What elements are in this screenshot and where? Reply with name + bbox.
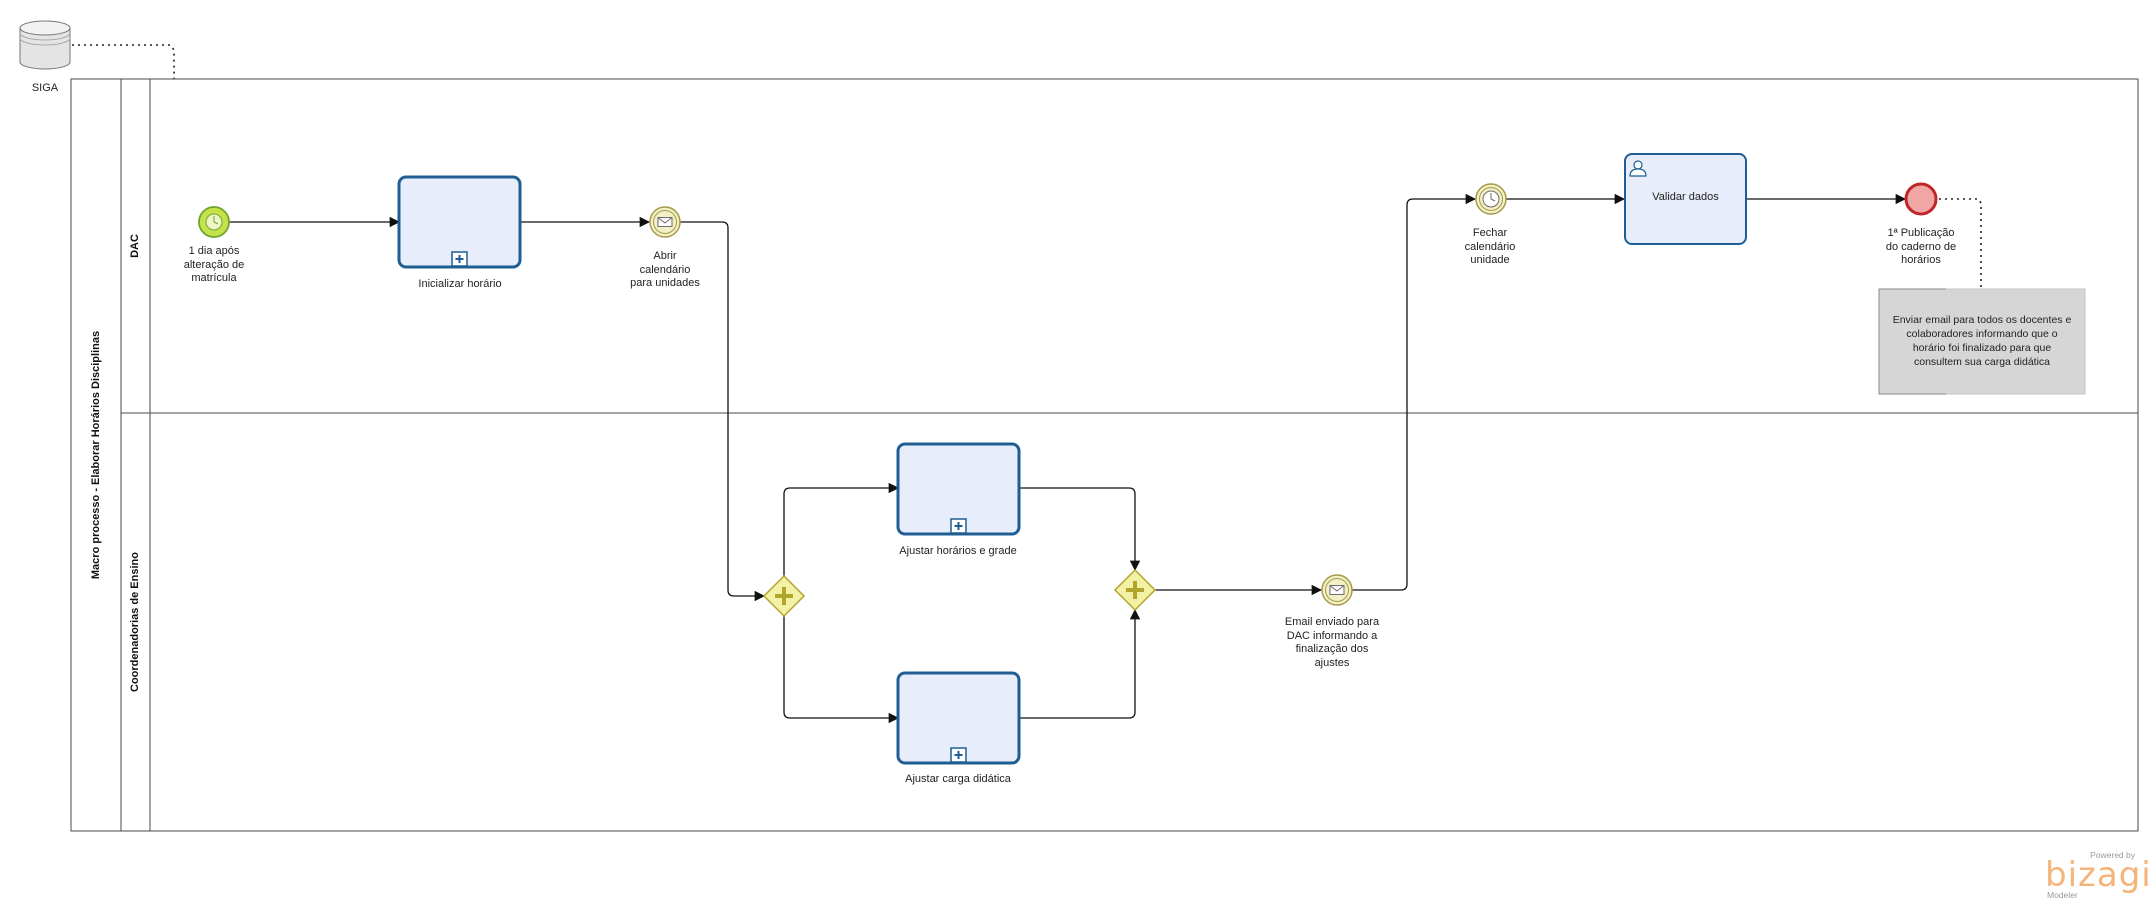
task-inicializar-label: Inicializar horário <box>418 278 502 290</box>
end-event-label: 1ª Publicação do caderno de horários <box>1885 227 1957 266</box>
envelope-icon <box>1329 585 1345 595</box>
email-event-label: Email enviado para DAC informando a fina… <box>1284 616 1380 669</box>
task-validar-label: Validar dados <box>1652 191 1719 203</box>
start-timer-event[interactable] <box>198 206 230 238</box>
text-annotation[interactable] <box>1878 288 2086 395</box>
task-ajustar-carga[interactable] <box>896 671 1021 765</box>
parallel-gateway-join[interactable] <box>1113 568 1157 612</box>
bizagi-logo: Powered by bizagi Modeler <box>2045 850 2152 900</box>
powered-by-text: Powered by <box>2090 850 2135 860</box>
plus-icon <box>775 587 793 605</box>
lane-title-dac: DAC <box>129 234 141 258</box>
task-inicializar-horario[interactable] <box>397 175 522 269</box>
flow-split-to-horarios <box>783 482 900 576</box>
end-event[interactable] <box>1904 182 1938 216</box>
user-icon <box>1629 160 1647 177</box>
sequence-flows <box>229 193 1907 724</box>
task-ajustar-horarios[interactable] <box>896 442 1021 536</box>
lane-title-coordenadorias: Coordenadorias de Ensino <box>129 552 141 692</box>
modeler-text: Modeler <box>2047 890 2078 900</box>
message-event-abrir[interactable] <box>649 206 681 238</box>
flow-abrir-to-split <box>680 221 766 602</box>
pool-title: Macro processo - Elaborar Horários Disci… <box>90 330 102 580</box>
message-event-email[interactable] <box>1321 574 1353 606</box>
brand-name: bizagi <box>2045 855 2152 895</box>
flow-email-to-fechar <box>1352 193 1477 591</box>
annotation-text: Enviar email para todos os docentes e co… <box>1892 314 2072 368</box>
task-validar-dados[interactable] <box>1624 153 1747 245</box>
timer-event-fechar[interactable] <box>1475 183 1507 215</box>
task-ajustar-carga-label: Ajustar carga didática <box>905 773 1011 785</box>
fechar-event-label: Fechar calendário unidade <box>1464 227 1516 266</box>
envelope-icon <box>657 217 673 227</box>
annotation-association <box>1939 198 1982 288</box>
abrir-event-label: Abrir calendário para unidades <box>630 250 700 289</box>
flow-carga-to-join <box>1020 608 1141 719</box>
datastore-association <box>72 44 175 84</box>
plus-icon <box>1126 581 1144 599</box>
start-event-label: 1 dia após alteração de matrícula <box>183 245 245 284</box>
flow-split-to-carga <box>783 616 900 724</box>
flow-horarios-to-join <box>1020 487 1141 572</box>
datastore-icon[interactable] <box>19 20 71 70</box>
parallel-gateway-split[interactable] <box>762 574 806 618</box>
datastore-label: SIGA <box>31 82 59 94</box>
task-ajustar-horarios-label: Ajustar horários e grade <box>899 545 1017 557</box>
